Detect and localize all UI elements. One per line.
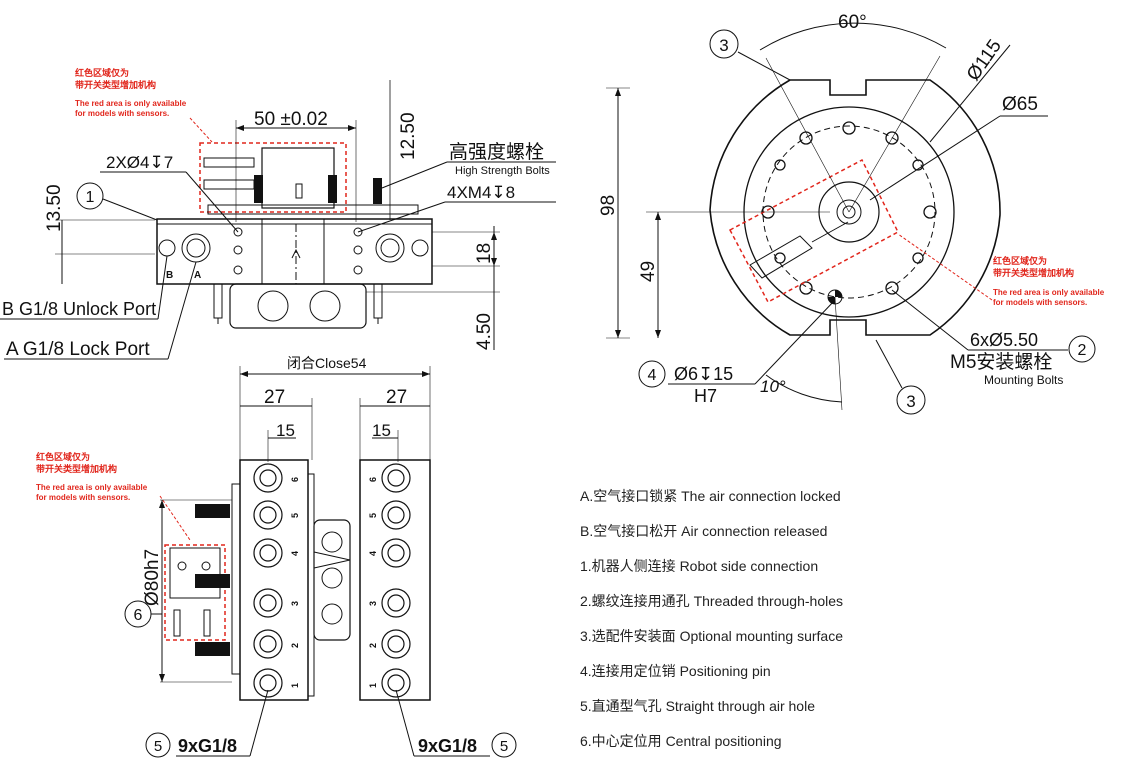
port-num-right-1: 1 (368, 683, 378, 688)
sensor-note-cn-1: 红色区域仅为 (75, 67, 129, 78)
angle-60: 60° (838, 12, 867, 33)
callout-2: 2 (1078, 342, 1087, 359)
port-a-label: A G1/8 Lock Port (6, 339, 150, 360)
sensor-note-bottom-cn-1: 红色区域仅为 (36, 451, 90, 462)
dim-27-right: 27 (386, 387, 407, 408)
callout-3-top: 3 (719, 36, 728, 55)
dim-width-50: 50 ±0.02 (254, 109, 328, 130)
port-mark-a: A (194, 270, 201, 281)
port-num-right-2: 2 (368, 643, 378, 648)
height-49: 49 (638, 261, 659, 282)
port-b-label: B G1/8 Unlock Port (2, 299, 156, 319)
dim-18: 18 (474, 243, 495, 264)
bolts-en-label: High Strength Bolts (455, 165, 550, 177)
pin-fit: H7 (694, 386, 717, 406)
dim-height-1250: 12.50 (398, 112, 419, 160)
port-num-right-4: 4 (368, 551, 378, 556)
dim-450: 4.50 (474, 313, 495, 350)
port-num-right-3: 3 (368, 601, 378, 606)
close-54: 闭合Close54 (287, 355, 367, 371)
mounting-bolts-cn: M5安装螺栓 (950, 351, 1052, 373)
side-view: 红色区域仅为 带开关类型增加机构 The red area is only av… (0, 67, 556, 360)
sensor-note-cn-2: 带开关类型增加机构 (75, 79, 156, 90)
bolts-cn-label: 高强度螺栓 (449, 141, 544, 163)
dim-15-left: 15 (276, 421, 295, 440)
dia-65: Ø65 (1002, 94, 1038, 115)
holes-label: 6xØ5.50 (970, 330, 1038, 350)
ports-right: 9xG1/8 (418, 736, 477, 756)
dia-115: Ø115 (963, 36, 1006, 85)
callout-3-bottom: 3 (906, 392, 915, 411)
sensor-area-bottom (164, 544, 226, 641)
pin-dim: Ø6↧15 (674, 364, 733, 384)
sensor-note-top-en-1: The red area is only available (993, 288, 1105, 297)
sensor-note-top-cn-2: 带开关类型增加机构 (993, 267, 1074, 278)
port-num-left-1: 1 (290, 683, 300, 688)
port-num-left-3: 3 (290, 601, 300, 606)
legend: A.空气接口锁紧 The air connection locked B.空气接… (580, 488, 843, 749)
callout-5-left: 5 (154, 738, 162, 755)
dim-15-right: 15 (372, 421, 391, 440)
port-num-left-6: 6 (290, 477, 300, 482)
sensor-area (199, 142, 347, 213)
legend-item-1: 1.机器人侧连接 Robot side connection (580, 558, 818, 574)
sensor-note-bottom-en-1: The red area is only available (36, 483, 148, 492)
height-98: 98 (598, 195, 619, 216)
sensor-note-bottom-cn-2: 带开关类型增加机构 (36, 463, 117, 474)
sensor-note-en-2: for models with sensors. (75, 109, 169, 118)
port-num-left-2: 2 (290, 643, 300, 648)
legend-item-3: 3.选配件安装面 Optional mounting surface (580, 628, 843, 644)
dia-80h7: Ø80h7 (142, 549, 163, 606)
port-mark-b: B (166, 270, 173, 281)
port-num-right-5: 5 (368, 513, 378, 518)
legend-item-5: 5.直通型气孔 Straight through air hole (580, 698, 815, 714)
ports-left: 9xG1/8 (178, 736, 237, 756)
legend-item-b: B.空气接口松开 Air connection released (580, 523, 827, 539)
sensor-note-top-cn-1: 红色区域仅为 (993, 255, 1047, 266)
pin-hole-label: 2XØ4↧7 (106, 153, 173, 172)
callout-4: 4 (648, 367, 657, 384)
callout-6: 6 (134, 607, 143, 624)
dim-height-1350: 13.50 (44, 184, 65, 232)
sensor-note-en-1: The red area is only available (75, 99, 187, 108)
legend-item-4: 4.连接用定位销 Positioning pin (580, 663, 771, 679)
sensor-area-top (728, 158, 899, 304)
sensor-note-top-en-2: for models with sensors. (993, 298, 1087, 307)
port-num-left-5: 5 (290, 513, 300, 518)
port-num-right-6: 6 (368, 477, 378, 482)
sensor-note-bottom-en-2: for models with sensors. (36, 493, 130, 502)
callout-1: 1 (86, 189, 95, 206)
angle-10: 10° (760, 377, 786, 396)
legend-item-6: 6.中心定位用 Central positioning (580, 733, 782, 749)
legend-item-a: A.空气接口锁紧 The air connection locked (580, 488, 841, 504)
mounting-bolts-en: Mounting Bolts (984, 373, 1063, 387)
callout-5-right: 5 (500, 738, 508, 755)
dim-27-left: 27 (264, 387, 285, 408)
top-view: 红色区域仅为 带开关类型增加机构 The red area is only av… (598, 12, 1105, 415)
legend-item-2: 2.螺纹连接用通孔 Threaded through-holes (580, 593, 843, 609)
thread-label: 4XM4↧8 (447, 183, 515, 202)
port-num-left-4: 4 (290, 551, 300, 556)
bottom-views: 闭合Close54 27 27 15 15 6 5 4 3 (36, 355, 517, 758)
